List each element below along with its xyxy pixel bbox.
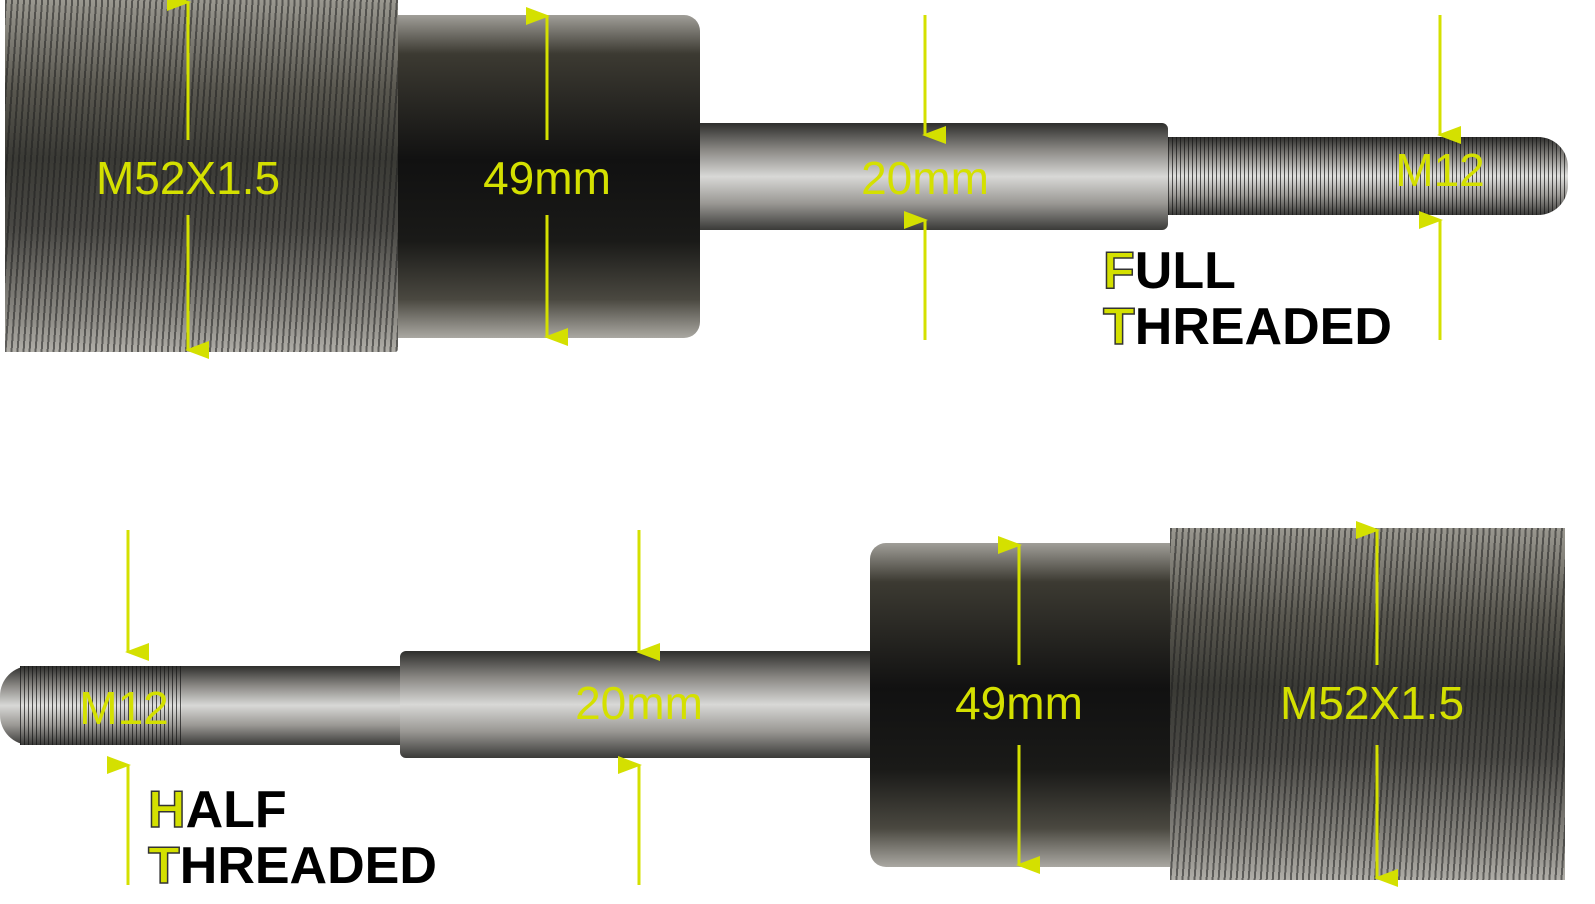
- half-small-thread: [20, 666, 182, 745]
- full-small-thread: [1168, 137, 1568, 215]
- full-thread-big-label: M52X1.5: [95, 152, 281, 204]
- title-rest: HREADED: [1134, 298, 1392, 356]
- full-shaft-label: 20mm: [861, 152, 989, 204]
- title-initial: T: [1102, 298, 1135, 356]
- half-shaft-label: 20mm: [575, 677, 703, 729]
- title-initial: F: [1102, 242, 1135, 300]
- title-rest: ULL: [1134, 242, 1236, 300]
- title-initial: T: [147, 837, 180, 895]
- half-shaft: [400, 651, 870, 758]
- full-thread-small-label: M12: [1395, 144, 1485, 196]
- full-threaded-title: FULL THREADED: [1102, 242, 1392, 356]
- title-rest: ALF: [185, 781, 287, 839]
- full-big-thread: [5, 0, 398, 352]
- full-body: [398, 15, 700, 338]
- half-threaded-title: HALF THREADED: [147, 781, 437, 895]
- half-body-label: 49mm: [955, 677, 1083, 729]
- half-thread-big-label: M52X1.5: [1279, 677, 1465, 729]
- half-thread-small-label: M12: [79, 682, 169, 734]
- half-big-thread: [1170, 528, 1565, 880]
- full-body-label: 49mm: [483, 152, 611, 204]
- title-rest: HREADED: [179, 837, 437, 895]
- title-initial: H: [147, 781, 186, 839]
